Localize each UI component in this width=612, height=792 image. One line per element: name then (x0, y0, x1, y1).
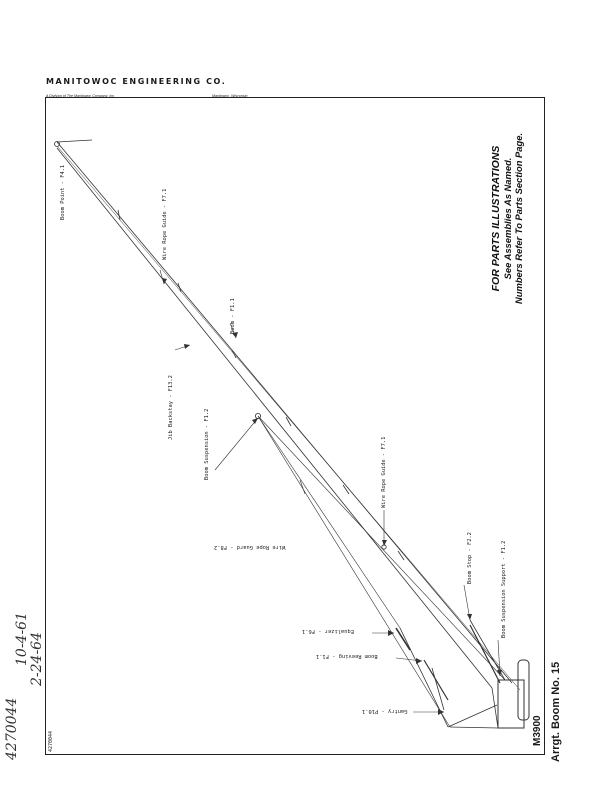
parts-note-line1: FOR PARTS ILLUSTRATIONS (490, 145, 502, 292)
division-line: A Division of The Manitowoc Company, Inc… (46, 94, 116, 98)
parts-note-line3: Numbers Refer To Parts Section Page. (513, 132, 524, 304)
drawing-frame (45, 97, 545, 755)
parts-illustrations-note: FOR PARTS ILLUSTRATIONS See Assemblies A… (490, 133, 524, 304)
label-wire-rope-guide-mid: Wire Rope Guide - F7.1 (381, 436, 387, 508)
document-number: 4270044 (48, 730, 54, 752)
parts-note-line2: See Assemblies As Named. (502, 157, 513, 280)
handwritten-date-1: 10-4-61 (14, 612, 30, 666)
boom-upper-chord (56, 141, 513, 684)
boom-lower-chord (56, 147, 493, 689)
label-jib-backstay: Jib Backstay - F13.2 (168, 375, 174, 440)
model-number: M3900 (532, 715, 543, 746)
location-line: Manitowoc, Wisconsin (212, 94, 248, 98)
label-boom-suspension-support: Boom Suspension Support - F1.2 (501, 540, 507, 638)
label-boom-suspension: Boom Suspension - F1.2 (204, 408, 210, 480)
boom-point-line (56, 139, 93, 143)
boom-suspension-point (254, 412, 261, 419)
label-boom: Boom - F1.1 (230, 298, 236, 334)
label-boom-stop: Boom Stop - F2.2 (467, 532, 473, 584)
handwritten-number: 4270044 (4, 697, 20, 760)
label-gantry: Gantry - P10.1 (362, 708, 408, 714)
label-wire-rope-guide-top: Wire Rope Guide - F7.1 (162, 188, 168, 260)
label-wire-rope-guard: Wire Rope Guard - F8.2 (214, 544, 286, 550)
handwritten-date-2: 2-24-64 (29, 632, 45, 686)
company-name: MANITOWOC ENGINEERING CO. (46, 77, 227, 86)
label-equalizer: Equalizer - F6.1 (302, 628, 354, 634)
label-boom-reeving: Boom Reeving - F1.1 (316, 653, 378, 659)
boom-point-sheave (54, 141, 60, 147)
drawing-title: Arrgt. Boom No. 15 (550, 661, 562, 762)
label-boom-point: Boom Point - F4.1 (60, 164, 66, 220)
